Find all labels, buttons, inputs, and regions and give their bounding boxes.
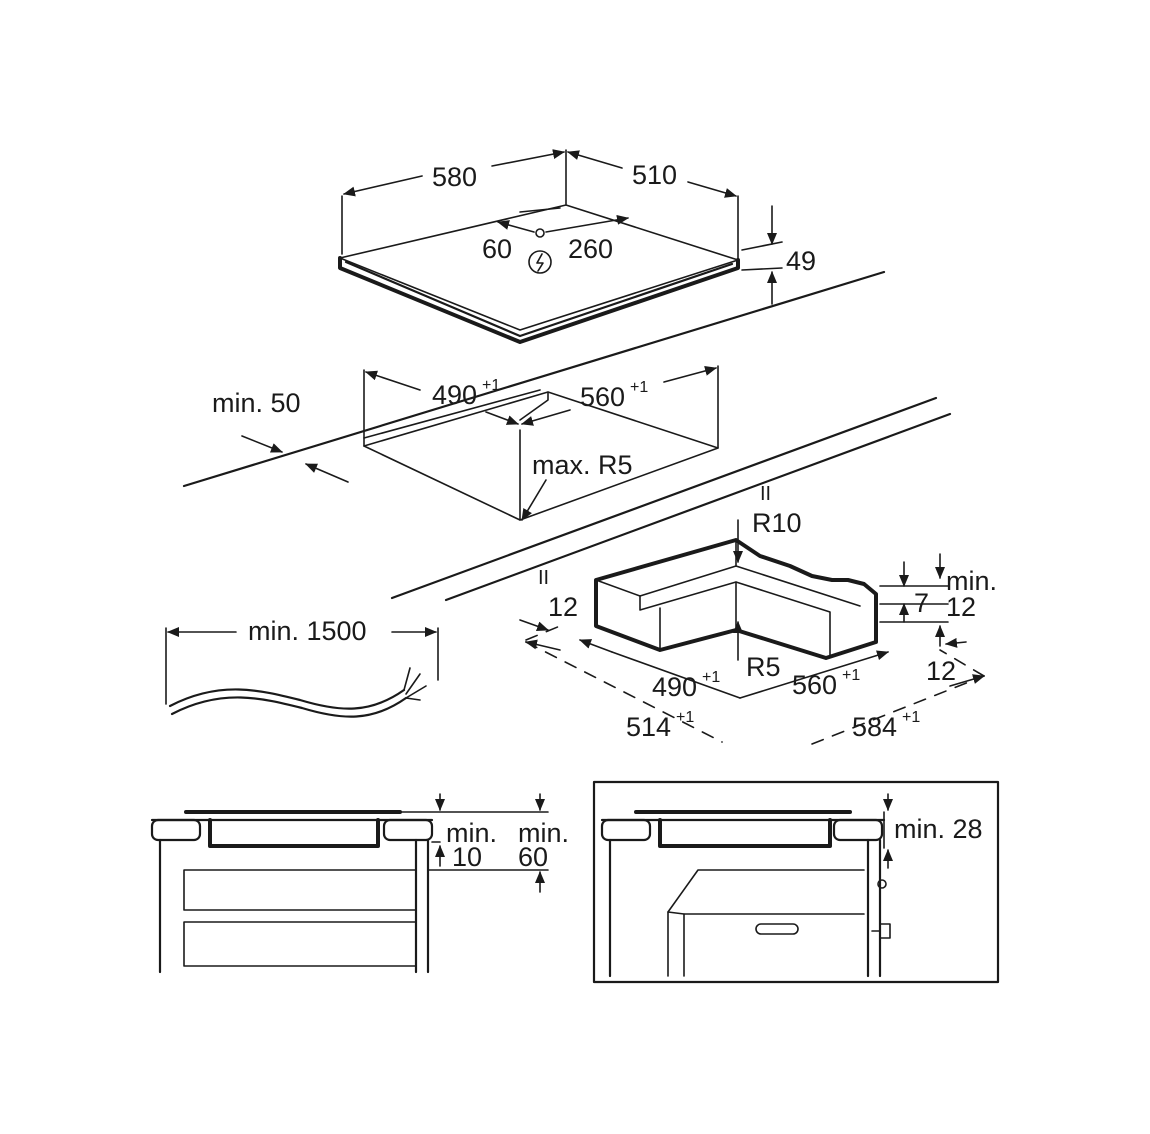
dim-connection-right: 260 [568, 234, 613, 264]
frame-outer [594, 538, 878, 660]
cable-drawing: min. 1500 [165, 616, 439, 718]
tol-inner-width: +1 [702, 669, 720, 686]
dim-depth-value: 60 [518, 842, 548, 872]
oven-knob-icon [871, 879, 891, 939]
label-r10: R10 [752, 508, 802, 538]
dim-hob-depth: 510 [632, 160, 677, 190]
dim-inner-width: 490 [652, 672, 697, 702]
parallel-mark-top: II [760, 483, 771, 505]
dim-oven-gap: min. 28 [894, 814, 983, 844]
electrical-connection-icon [528, 250, 552, 274]
dim-gap-value: 10 [452, 842, 482, 872]
tol-cutout-depth: +1 [630, 379, 648, 396]
dim-cutout-depth: 560 [580, 382, 625, 412]
cable-wire-ends-icon [403, 667, 427, 701]
hob-top-surface [339, 204, 739, 331]
worktop-edge-back [182, 270, 886, 488]
oven-panel-frame [592, 780, 1000, 984]
install-drawer-drawing: min. 10 min. 60 [150, 793, 569, 974]
dim-min-edge: min. 50 [212, 388, 301, 418]
worktop-edge-front [390, 396, 938, 600]
dim-cable-length: min. 1500 [248, 616, 367, 646]
hob-drawing: 580 510 49 60 260 [338, 149, 816, 344]
worktop-cutout-drawing: min. 50 490 +1 560 +1 max. R5 [182, 270, 886, 521]
label-max-radius: max. R5 [532, 450, 633, 480]
label-r5: R5 [746, 652, 781, 682]
dim-outer-width: 514 [626, 712, 671, 742]
dim-step: 7 [914, 588, 929, 618]
dim-hob-width: 580 [432, 162, 477, 192]
frame-profile-drawing: R10 R5 12 7 min. 12 12 490 +1 560 +1 514… [519, 508, 997, 745]
dim-580-line [343, 175, 423, 197]
hob-frame-edge [338, 256, 740, 344]
dim-gap-label: min. [446, 818, 497, 848]
dim-offset-left: 12 [548, 592, 578, 622]
dim-cutout-width: 490 [432, 380, 477, 410]
dim-510-line [567, 150, 623, 169]
tol-outer-width: +1 [676, 709, 694, 726]
dim-min-label: min. [946, 566, 997, 596]
tol-outer-depth: +1 [902, 709, 920, 726]
parallel-mark-bottom: II [538, 567, 549, 589]
power-cable [168, 688, 406, 710]
install-oven-drawing: min. 28 [592, 780, 1000, 984]
dim-outer-depth: 584 [852, 712, 897, 742]
tol-inner-depth: +1 [842, 667, 860, 684]
worktop-edge-lower [444, 412, 952, 602]
dim-depth-label: min. [518, 818, 569, 848]
dim-min-value: 12 [946, 592, 976, 622]
tol-cutout-width: +1 [482, 377, 500, 394]
dim-hob-height: 49 [786, 246, 816, 276]
dim-inner-depth: 560 [792, 670, 837, 700]
dim-offset-right: 12 [926, 656, 956, 686]
dim-connection-left: 60 [482, 234, 512, 264]
